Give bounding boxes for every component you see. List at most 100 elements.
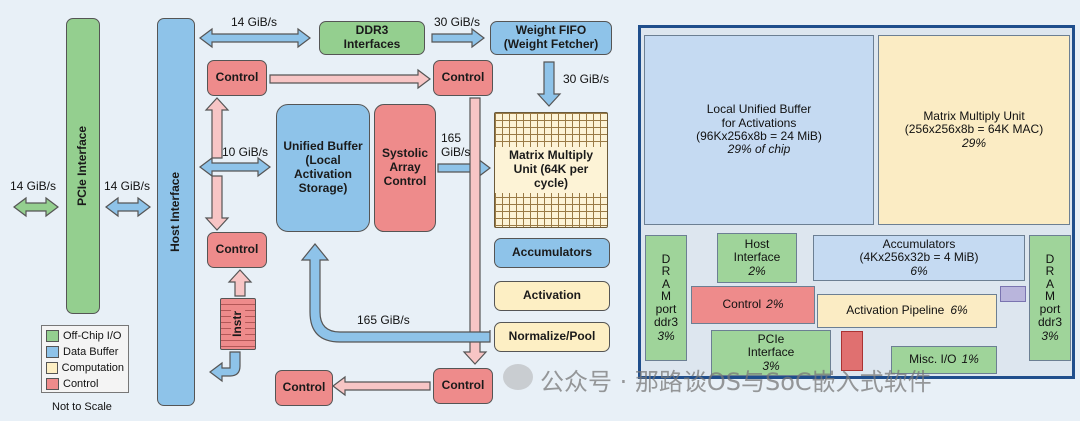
- floorplan-dram-left: D R A M port ddr3 3%: [645, 235, 687, 361]
- floorplan-text: (4Kx256x32b = 4 MiB): [859, 250, 979, 265]
- floorplan-text: Local Unified Buffer: [706, 102, 812, 117]
- floorplan-text: for Activations: [721, 115, 797, 130]
- floorplan-text: Matrix Multiply Unit: [923, 108, 1025, 123]
- legend-item-control: Control: [46, 376, 124, 392]
- floorplan-text: (96Kx256x8b = 24 MiB): [696, 129, 822, 143]
- floorplan-matrix-unit: Matrix Multiply Unit (256x256x8b = 64K M…: [878, 35, 1070, 225]
- floorplan-host-interface: Host Interface 2%: [717, 233, 797, 283]
- arrow-control-top: [269, 68, 431, 90]
- control-block-top-right: Control: [433, 60, 493, 96]
- arrow-control-instr: [227, 269, 253, 297]
- normalize-pool-label: Normalize/Pool: [508, 329, 596, 344]
- arrow-instr-control: [209, 351, 241, 383]
- floorplan-text: Control: [722, 297, 762, 312]
- legend: Off-Chip I/O Data Buffer Computation Con…: [41, 325, 129, 393]
- floorplan-pct: 2%: [766, 297, 784, 312]
- bw-label-fifo-matrix: 30 GiB/s: [563, 72, 610, 86]
- arrow-return-loop: [300, 243, 491, 343]
- accumulators-block: Accumulators: [494, 238, 610, 268]
- control-label: Control: [282, 380, 326, 395]
- floorplan-misc-logic: [1000, 286, 1026, 302]
- not-to-scale-note: Not to Scale: [52, 401, 112, 413]
- legend-swatch: [46, 330, 59, 342]
- floorplan-misc-io: Misc. I/O 1%: [891, 346, 997, 374]
- bw-label-pcie-host: 14 GiB/s: [104, 179, 151, 193]
- matrix-multiply-unit-block: Matrix Multiply Unit (64K per cycle): [494, 112, 608, 228]
- activation-block: Activation: [494, 281, 610, 311]
- floorplan-text: Misc. I/O: [909, 352, 957, 367]
- floorplan-accumulators: Accumulators (4Kx256x32b = 4 MiB) 6%: [813, 235, 1025, 281]
- floorplan-text: port: [1039, 302, 1061, 317]
- arrow-ddr3-fifo: [431, 27, 485, 49]
- floorplan-pcie-interface: PCIe Interface 3%: [711, 330, 831, 376]
- bw-label-host-ub: 10 GiB/s: [222, 145, 269, 159]
- control-block-top-left: Control: [207, 60, 267, 96]
- floorplan-pct: 29% of chip: [727, 142, 791, 157]
- instr-queue-block: Instr: [220, 298, 256, 350]
- floorplan-activation-pipeline: Activation Pipeline 6%: [817, 294, 997, 328]
- arrow-offchip-pcie: [13, 196, 59, 218]
- weight-fifo-label: Weight FIFO (Weight Fetcher): [503, 23, 599, 51]
- legend-label: Off-Chip I/O: [63, 330, 122, 342]
- floorplan-text: D R A M: [1045, 251, 1055, 304]
- systolic-control-label: Systolic Array Control: [381, 146, 429, 188]
- legend-item-buffer: Data Buffer: [46, 344, 124, 360]
- arrow-control-vertical: [462, 97, 488, 365]
- bw-label-return: 165 GiB/s: [357, 313, 410, 327]
- normalize-pool-block: Normalize/Pool: [494, 322, 610, 352]
- legend-swatch: [46, 362, 58, 374]
- arrow-host-ub: [199, 156, 271, 178]
- floorplan-text: ddr3: [1037, 315, 1063, 330]
- floorplan-unified-buffer: Local Unified Buffer for Activations (96…: [644, 35, 874, 225]
- floorplan-misc-logic: [841, 331, 863, 371]
- control-block-bottom-right: Control: [433, 368, 493, 404]
- floorplan-text: Interface: [747, 345, 795, 360]
- floorplan-pct: 6%: [950, 303, 968, 318]
- control-block-bottom-left: Control: [275, 370, 333, 406]
- diagram-arrows: [13, 27, 562, 397]
- legend-swatch: [46, 378, 59, 390]
- control-label: Control: [441, 378, 485, 393]
- unified-buffer-label: Unified Buffer (Local Activation Storage…: [283, 139, 363, 195]
- floorplan-control: Control 2%: [691, 286, 815, 324]
- floorplan-pct: 2%: [748, 263, 766, 278]
- legend-label: Control: [63, 378, 99, 390]
- activation-label: Activation: [522, 288, 581, 303]
- unified-buffer-block: Unified Buffer (Local Activation Storage…: [276, 104, 370, 232]
- floorplan-text: (256x256x8b = 64K MAC): [904, 122, 1044, 137]
- bw-label-ub-matrix: 165 GiB/s: [441, 131, 471, 159]
- arrow-fifo-matrix: [536, 61, 562, 107]
- chip-floorplan: Local Unified Buffer for Activations (96…: [638, 25, 1075, 379]
- arrow-ub-matrix: [437, 157, 491, 179]
- control-label: Control: [215, 70, 259, 85]
- legend-item-offchip: Off-Chip I/O: [46, 328, 124, 344]
- control-block-mid-left: Control: [207, 232, 267, 268]
- floorplan-dram-right: D R A M port ddr3 3%: [1029, 235, 1071, 361]
- bw-label-ddr3-fifo: 30 GiB/s: [434, 15, 481, 29]
- floorplan-text: Interface: [733, 250, 781, 265]
- floorplan-text: PCIe: [757, 331, 785, 346]
- floorplan-pct: 3%: [762, 358, 780, 373]
- floorplan-pct: 1%: [961, 352, 979, 367]
- bw-label-host-ddr3: 14 GiB/s: [231, 15, 278, 29]
- control-label: Control: [215, 242, 259, 257]
- pcie-interface-label: PCIe Interface: [75, 125, 90, 207]
- arrow-control-bottom: [332, 375, 431, 397]
- arrow-pcie-host: [105, 196, 151, 218]
- weight-fifo-block: Weight FIFO (Weight Fetcher): [490, 21, 612, 55]
- legend-item-computation: Computation: [46, 360, 124, 376]
- matrix-multiply-unit-label: Matrix Multiply Unit (64K per cycle): [495, 147, 607, 193]
- control-label: Control: [441, 70, 485, 85]
- floorplan-pct: 3%: [657, 328, 675, 343]
- floorplan-pct: 3%: [1041, 328, 1059, 343]
- floorplan-text: D R A M: [661, 251, 671, 304]
- arrow-host-control-down: [204, 175, 230, 231]
- bw-label-offchip: 14 GiB/s: [10, 179, 57, 193]
- legend-swatch: [46, 346, 59, 358]
- host-interface-label: Host Interface: [168, 171, 183, 253]
- floorplan-pct: 29%: [961, 135, 987, 150]
- floorplan-text: Host: [744, 236, 770, 251]
- watermark-text: 公众号 · 那路谈OS与SoC嵌入式软件: [540, 368, 932, 396]
- floorplan-pct: 6%: [910, 263, 928, 278]
- floorplan-text: Activation Pipeline: [846, 303, 945, 318]
